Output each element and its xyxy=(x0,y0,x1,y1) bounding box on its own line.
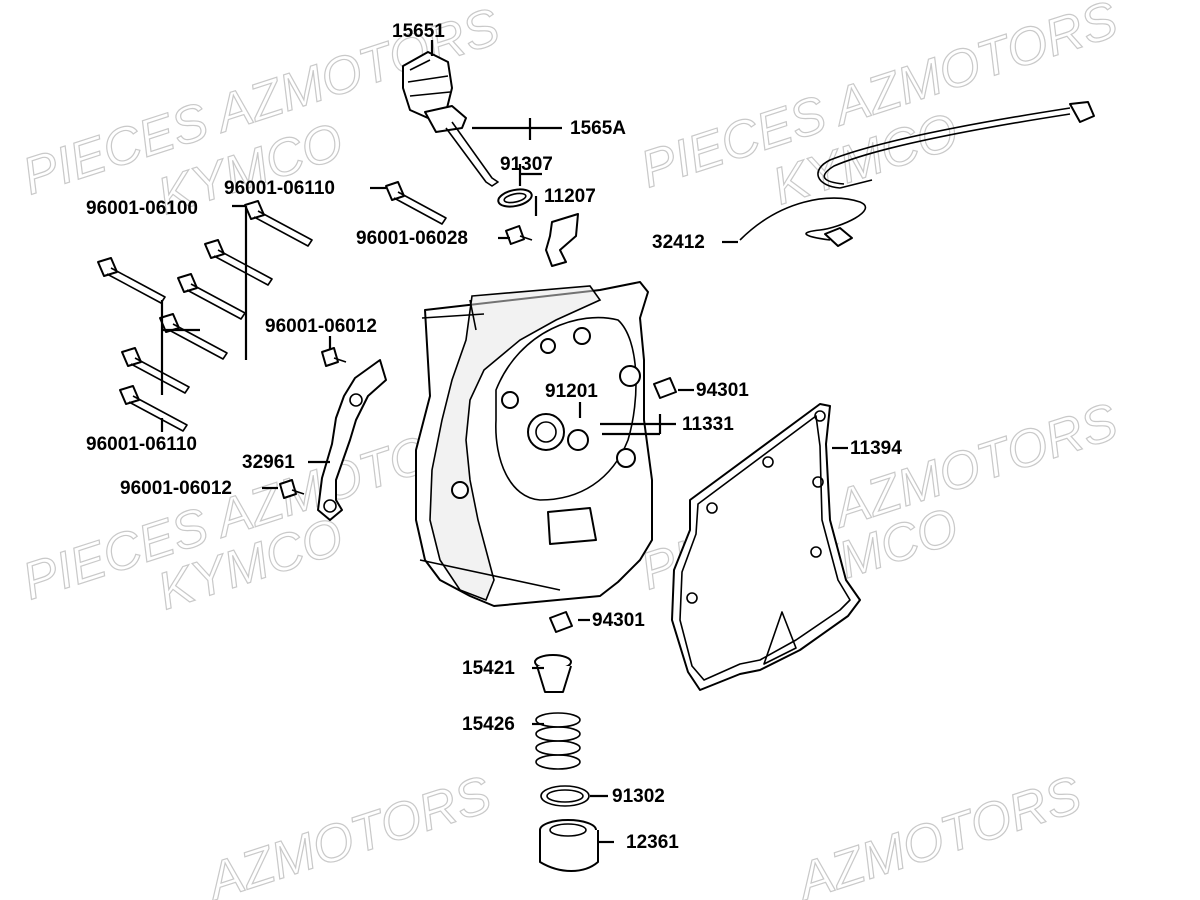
oil-strainer-part xyxy=(534,654,572,693)
part-label: 96001-06012 xyxy=(120,478,232,499)
part-label: 94301 xyxy=(592,610,645,631)
o-ring-part xyxy=(540,785,590,807)
part-label: 96001-06110 xyxy=(86,434,197,455)
watermark-text: AZMOTORS xyxy=(198,765,498,900)
part-label: 91201 xyxy=(545,381,598,402)
part-label: 96001-06012 xyxy=(265,316,377,337)
o-ring-inner xyxy=(503,192,527,204)
spring-part xyxy=(535,712,581,770)
screw-part xyxy=(505,225,533,245)
dowel-pin-part xyxy=(653,377,677,399)
o-ring-part xyxy=(497,188,533,208)
dowel-pin-part xyxy=(549,611,573,633)
o-ring-inner xyxy=(546,789,584,803)
part-label: 32412 xyxy=(652,232,705,253)
part-label: 32961 xyxy=(242,452,295,473)
leader-lines xyxy=(160,40,848,844)
bolt-part xyxy=(385,181,447,225)
part-label: 96001-06028 xyxy=(356,228,468,249)
part-label: 96001-06100 xyxy=(86,198,198,219)
oil-dipstick-part xyxy=(402,51,499,187)
part-labels: 15651 1565A 91307 11207 96001-06110 9600… xyxy=(86,21,902,853)
crankcase-cover-part xyxy=(415,281,653,607)
part-label: 94301 xyxy=(696,380,749,401)
gasket-part xyxy=(671,403,861,691)
part-label: 1565A xyxy=(570,118,626,139)
part-label: 15426 xyxy=(462,714,515,735)
bracket-part xyxy=(545,213,579,267)
part-label: 15651 xyxy=(392,21,445,42)
part-label: 15421 xyxy=(462,658,515,679)
bracket-plate-part xyxy=(279,347,387,521)
part-label: 12361 xyxy=(626,832,679,853)
drain-plug-part xyxy=(539,819,599,872)
watermark-text: AZMOTORS xyxy=(788,765,1088,900)
part-label: 11331 xyxy=(682,414,734,435)
part-label: 91302 xyxy=(612,786,665,807)
wire-harness-part xyxy=(739,101,1095,247)
part-label: 11207 xyxy=(544,186,596,207)
part-label: 11394 xyxy=(850,438,902,459)
part-label: 91307 xyxy=(500,154,553,175)
part-label: 96001-06110 xyxy=(224,178,335,199)
